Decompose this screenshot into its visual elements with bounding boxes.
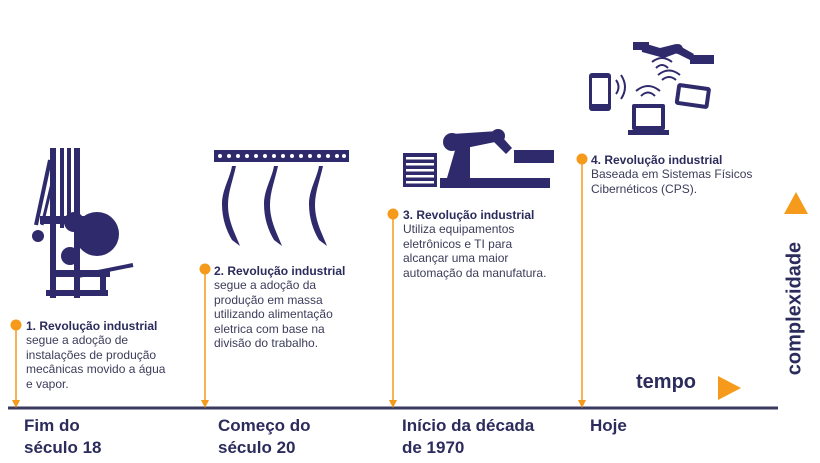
period-label-4: Hoje (590, 416, 627, 435)
cyber-physical-icon (589, 42, 714, 135)
stage-1-title: 1. Revolução industrial (26, 319, 158, 333)
conveyor-hooks-icon (214, 150, 349, 246)
arrow-tempo (718, 376, 741, 400)
y-axis-label: complexidade (783, 241, 806, 376)
x-axis-label: tempo (636, 371, 696, 393)
loom-machine-icon (32, 148, 134, 298)
period-label-1: Fim do século 18 (24, 416, 102, 457)
stage-2-description: segue a adoção da produção em massa util… (214, 278, 333, 350)
stage-marker-4 (576, 153, 588, 408)
stage-4-title: 4. Revolução industrial (591, 153, 723, 167)
stage-2-title: 2. Revolução industrial (214, 264, 346, 278)
stage-marker-3 (387, 208, 399, 408)
stage-3-title: 3. Revolução industrial (403, 208, 535, 222)
stage-1-description: segue a adoção de instalações de produçã… (26, 333, 166, 391)
stage-marker-1 (10, 319, 22, 408)
period-label-3: Início da década de 1970 (402, 416, 535, 457)
arrow-complexidade (784, 192, 808, 214)
stage-marker-2 (199, 263, 211, 408)
stage-3-description: Utiliza equipamentos eletrônicos e TI pa… (403, 222, 547, 280)
robot-arm-icon (403, 129, 554, 188)
period-label-2: Começo do século 20 (218, 416, 311, 457)
stage-4-description: Baseada em Sistemas Físicos Cibernéticos… (591, 167, 753, 196)
